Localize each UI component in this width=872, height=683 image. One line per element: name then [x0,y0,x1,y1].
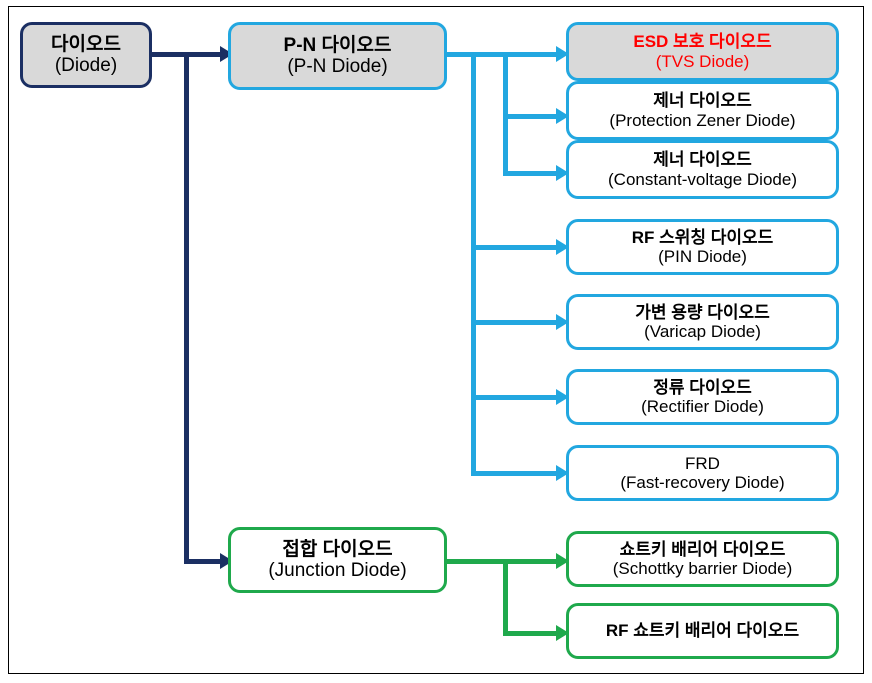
connector-pn-child-3 [503,171,562,176]
arrowhead-pn-child-4 [556,239,569,255]
node-pn-child-tvs-diode[interactable]: ESD 보호 다이오드 (TVS Diode) [566,22,839,81]
node-junction-child-rf-schottky-barrier-diode[interactable]: RF 쇼트키 배리어 다이오드 [566,603,839,659]
node-junction-diode-ko: 접합 다이오드 [282,538,393,560]
connector-root-to-pn [184,52,224,57]
node-pn-child-protection-zener-diode-en: (Protection Zener Diode) [609,110,796,130]
connector-pn-child-1 [503,52,562,57]
node-pn-child-frd-diode-ko: FRD [685,453,720,473]
arrowhead-pn-child-6 [556,389,569,405]
connector-root-stub [152,52,192,57]
arrowhead-pn-child-3 [556,165,569,181]
node-pn-diode[interactable]: P-N 다이오드 (P-N Diode) [228,22,447,90]
connector-root-to-junction [184,559,224,564]
node-pn-child-tvs-diode-ko: ESD 보호 다이오드 [633,32,772,52]
node-junction-child-schottky-barrier-diode-ko: 쇼트키 배리어 다이오드 [619,539,786,559]
arrowhead-pn-child-2 [556,108,569,124]
node-junction-child-schottky-barrier-diode[interactable]: 쇼트키 배리어 다이오드 (Schottky barrier Diode) [566,531,839,587]
node-root-diode[interactable]: 다이오드 (Diode) [20,22,152,88]
node-root-diode-ko: 다이오드 [51,33,121,55]
connector-pn-child-2 [503,114,562,119]
connector-pn-outer-trunk [471,52,476,476]
node-pn-child-constant-voltage-diode[interactable]: 제너 다이오드 (Constant-voltage Diode) [566,140,839,199]
node-pn-child-protection-zener-diode-ko: 제너 다이오드 [653,91,752,111]
node-pn-child-pin-diode-ko: RF 스위칭 다이오드 [631,227,774,247]
node-pn-child-varicap-diode[interactable]: 가변 용량 다이오드 (Varicap Diode) [566,294,839,350]
node-pn-child-rectifier-diode-en: (Rectifier Diode) [641,397,764,416]
arrowhead-pn-child-5 [556,314,569,330]
connector-pn-child-6 [471,395,562,400]
node-root-diode-en: (Diode) [54,55,118,76]
node-pn-child-constant-voltage-diode-en: (Constant-voltage Diode) [608,169,797,189]
node-junction-diode[interactable]: 접합 다이오드 (Junction Diode) [228,527,447,593]
arrowhead-pn-child-1 [556,46,569,62]
node-pn-child-frd-diode[interactable]: FRD (Fast-recovery Diode) [566,445,839,501]
node-pn-child-pin-diode-en: (PIN Diode) [658,247,747,266]
node-pn-diode-ko: P-N 다이오드 [283,34,392,56]
node-pn-child-pin-diode[interactable]: RF 스위칭 다이오드 (PIN Diode) [566,219,839,275]
node-junction-diode-en: (Junction Diode) [268,560,407,581]
node-pn-child-rectifier-diode[interactable]: 정류 다이오드 (Rectifier Diode) [566,369,839,425]
node-pn-child-tvs-diode-en: (TVS Diode) [655,51,750,71]
connector-junction-trunk [503,559,508,636]
node-pn-child-varicap-diode-ko: 가변 용량 다이오드 [635,302,770,322]
connector-junction-child-2 [503,631,562,636]
node-pn-child-varicap-diode-en: (Varicap Diode) [644,322,761,341]
arrowhead-junction-child-2 [556,625,569,641]
connector-root-trunk [184,52,189,564]
node-pn-child-rectifier-diode-ko: 정류 다이오드 [653,377,752,397]
node-junction-child-schottky-barrier-diode-en: (Schottky barrier Diode) [612,559,793,578]
arrowhead-junction-child-1 [556,553,569,569]
node-pn-child-constant-voltage-diode-ko: 제너 다이오드 [653,150,752,170]
arrowhead-pn-child-7 [556,465,569,481]
connector-pn-child-7 [471,471,562,476]
connector-pn-child-5 [471,320,562,325]
node-pn-diode-en: (P-N Diode) [287,56,388,77]
node-pn-child-frd-diode-en: (Fast-recovery Diode) [620,473,785,492]
node-pn-child-protection-zener-diode[interactable]: 제너 다이오드 (Protection Zener Diode) [566,81,839,140]
node-junction-child-rf-schottky-barrier-diode-ko: RF 쇼트키 배리어 다이오드 [605,621,800,641]
connector-pn-child-4 [471,245,562,250]
